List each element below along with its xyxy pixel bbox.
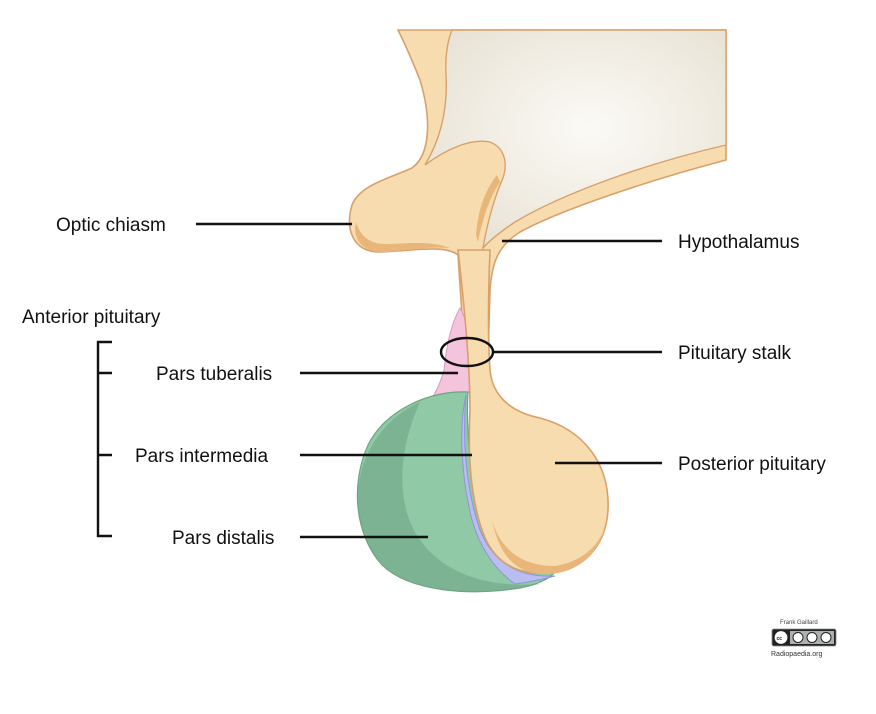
stalk-shadow <box>476 175 500 242</box>
optic-chiasm-shadow <box>355 222 450 252</box>
credit-block: Frank Gaillard cc Radiopaedia.org <box>771 620 837 658</box>
posterior-pituitary-shadow <box>492 520 606 575</box>
label-pars-tuberalis: Pars tuberalis <box>156 364 272 385</box>
label-pituitary-stalk: Pituitary stalk <box>678 343 791 364</box>
pars-intermedia-region <box>461 394 556 585</box>
credit-author: Frank Gaillard <box>780 620 818 626</box>
pars-distalis-shadow <box>357 402 540 592</box>
credit-site: Radiopaedia.org <box>771 651 822 658</box>
svg-text:cc: cc <box>777 636 783 642</box>
label-hypothalamus: Hypothalamus <box>678 232 799 253</box>
label-posterior-pituitary: Posterior pituitary <box>678 454 826 475</box>
third-ventricle <box>424 29 727 251</box>
label-pars-distalis: Pars distalis <box>172 528 274 549</box>
pars-tuberalis-region <box>428 307 471 403</box>
posterior-pituitary-region <box>457 249 609 574</box>
label-optic-chiasm: Optic chiasm <box>56 215 166 236</box>
label-anterior-pituitary: Anterior pituitary <box>22 307 161 328</box>
anterior-pituitary-bracket <box>96 340 112 538</box>
label-pars-intermedia: Pars intermedia <box>135 446 268 467</box>
cc-license-icon: cc <box>771 628 837 647</box>
